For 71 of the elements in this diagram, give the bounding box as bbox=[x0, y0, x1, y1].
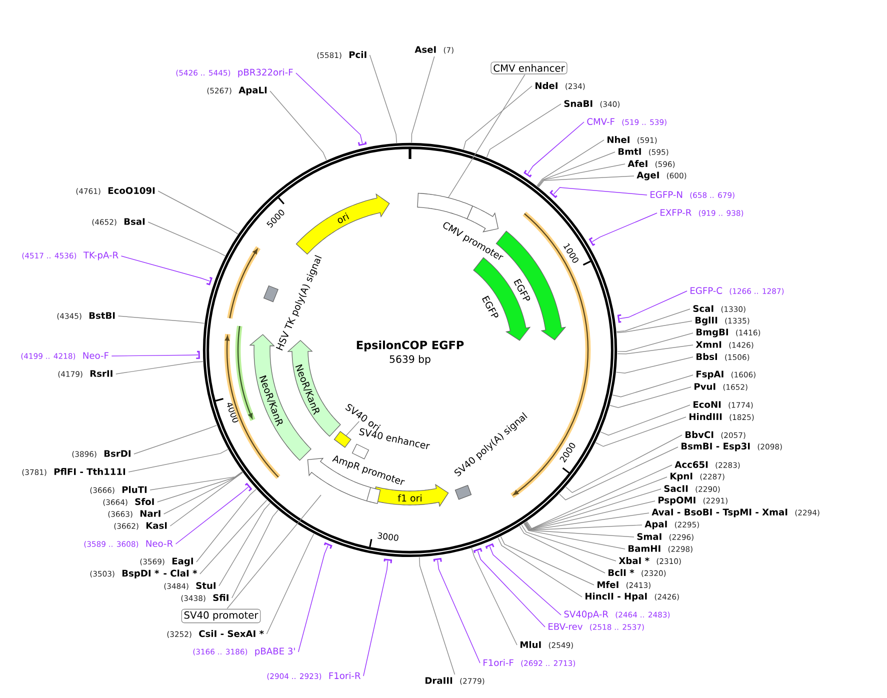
leader-line bbox=[619, 290, 688, 319]
leader-line bbox=[437, 560, 480, 664]
leader-line bbox=[538, 164, 626, 187]
leader-line bbox=[158, 190, 238, 234]
leader-line bbox=[525, 488, 662, 530]
leader-line bbox=[128, 449, 228, 472]
leader-line bbox=[592, 212, 658, 242]
leader-line bbox=[537, 152, 616, 187]
leader-line bbox=[363, 560, 388, 676]
leader-line bbox=[270, 90, 327, 160]
leader-line bbox=[200, 500, 268, 574]
leader-line bbox=[419, 556, 456, 675]
tick-label: 3000 bbox=[378, 532, 398, 541]
leader-line bbox=[616, 320, 692, 334]
leader-line bbox=[524, 500, 656, 530]
leader-line bbox=[524, 522, 634, 538]
leader-line bbox=[500, 536, 594, 586]
leader-line bbox=[524, 523, 626, 550]
leader-line bbox=[616, 308, 690, 332]
leader-line bbox=[448, 74, 526, 198]
leader-line bbox=[120, 256, 210, 282]
feature-shape bbox=[417, 192, 474, 220]
leader-line bbox=[346, 421, 360, 436]
feature-label: CMV enhancer bbox=[490, 62, 568, 74]
leader-line bbox=[411, 56, 435, 143]
leader-line bbox=[150, 471, 242, 490]
leader-line bbox=[471, 548, 518, 646]
leader-line bbox=[116, 361, 204, 374]
leader-line bbox=[610, 386, 692, 408]
plasmid-name: EpsilonCOP EGFP bbox=[356, 340, 464, 352]
leader-line bbox=[595, 416, 686, 447]
leader-line bbox=[526, 464, 672, 529]
leader-line bbox=[226, 494, 322, 609]
leader-line bbox=[477, 550, 546, 628]
leader-line bbox=[565, 434, 682, 494]
leader-line bbox=[134, 424, 218, 454]
leader-line bbox=[612, 374, 694, 398]
leader-line bbox=[519, 526, 606, 574]
leader-line bbox=[524, 512, 650, 530]
leader-line bbox=[111, 354, 198, 356]
leader-line bbox=[527, 122, 584, 174]
leader-line bbox=[521, 524, 616, 562]
leader-line bbox=[489, 546, 562, 616]
leader-line bbox=[266, 534, 314, 634]
leader-line bbox=[526, 476, 668, 530]
leader-line bbox=[196, 488, 257, 562]
leader-line bbox=[463, 86, 532, 150]
leader-line bbox=[170, 472, 243, 526]
leader-line bbox=[156, 472, 243, 502]
leader-line bbox=[616, 356, 694, 374]
leader-line bbox=[218, 502, 270, 586]
leader-line bbox=[538, 176, 634, 188]
leader-line bbox=[559, 446, 678, 500]
leader-line bbox=[232, 510, 278, 598]
leader-line bbox=[163, 472, 243, 514]
leader-line bbox=[148, 222, 226, 256]
leader-line bbox=[617, 332, 694, 352]
leader-line bbox=[600, 404, 690, 436]
leader-line bbox=[553, 187, 648, 196]
plasmid-size: 5639 bp bbox=[390, 355, 430, 365]
feature-label: SV40 promoter bbox=[181, 608, 261, 624]
leader-line bbox=[296, 72, 363, 144]
leader-line bbox=[486, 104, 562, 158]
leader-line bbox=[298, 545, 328, 652]
leader-line bbox=[118, 316, 205, 324]
leader-line bbox=[536, 140, 604, 186]
leader-line bbox=[369, 54, 397, 144]
leader-line bbox=[617, 344, 694, 354]
leader-line bbox=[524, 522, 642, 531]
leader-line bbox=[175, 486, 249, 544]
leader-line bbox=[498, 538, 582, 598]
